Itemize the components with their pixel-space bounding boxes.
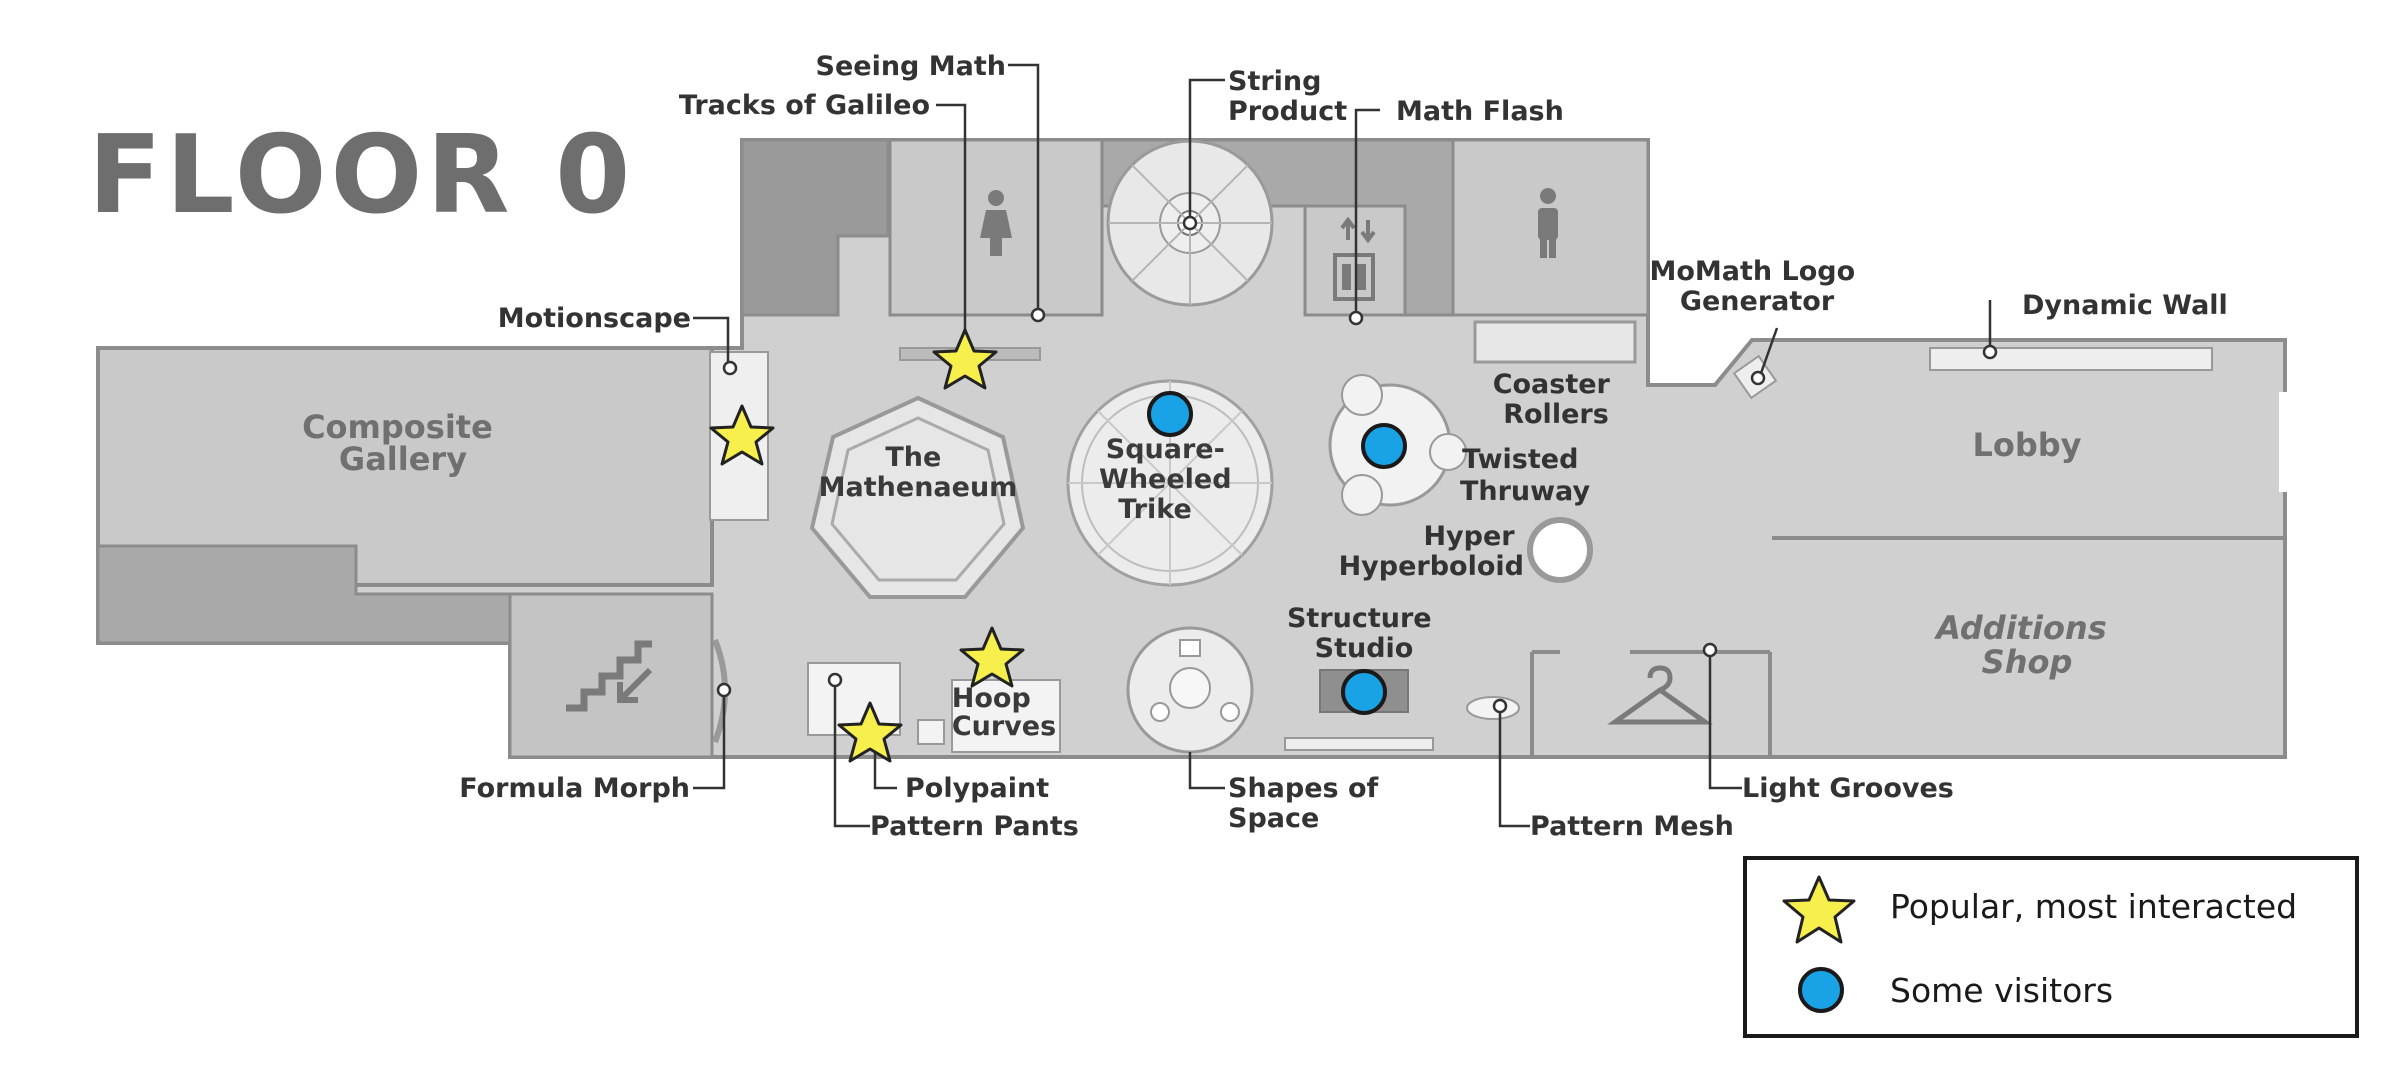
popular-markers: [709, 328, 1025, 763]
legend-box: [1743, 856, 2359, 1038]
star-marker-motionscape: [709, 404, 775, 466]
legend-popular-label: Popular, most interacted: [1890, 887, 2297, 926]
pattern-mesh-device: [1466, 696, 1520, 720]
legend-star-icon: [1782, 875, 1856, 944]
square-wheeled-trike-label: Square- Wheeled Trike: [1099, 434, 1241, 525]
light-grooves-label: Light Grooves: [1742, 773, 1954, 804]
structure-studio-bench: [1284, 737, 1434, 751]
hoop-curves-label: Hoop Curves: [952, 683, 1056, 742]
shapes-of-space-table: [1126, 626, 1254, 754]
star-marker-polypaint: [837, 701, 903, 763]
composite-gallery-label: Composite Gallery: [302, 408, 504, 478]
shapes-of-space-label: Shapes of Space: [1228, 773, 1388, 834]
legend-circle-icon: [1798, 967, 1844, 1013]
entrance-gap: [2279, 392, 2289, 492]
coaster-rollers-label: Coaster Rollers: [1493, 369, 1620, 430]
additions-shop-label: Additions Shop: [1933, 609, 2118, 681]
coaster-rollers-track: [1473, 320, 1637, 364]
star-marker-hoop-curves: [959, 626, 1025, 688]
mathenaeum-structure: [809, 395, 1026, 599]
string-product-label: String Product: [1228, 66, 1347, 127]
leader-dots: [716, 215, 1998, 714]
circle-marker-twisted-thruway: [1361, 423, 1407, 469]
circle-marker-square-wheeled-trike: [1147, 391, 1193, 437]
dynamic-wall-panel: [1929, 347, 2213, 371]
service-step: [740, 138, 890, 317]
floor-title: FLOOR 0: [88, 113, 634, 238]
hyperboloid-ring: [1527, 517, 1593, 583]
legend: Popular, most interacted Some visitors: [1743, 856, 2359, 1038]
coat-hanger-icon: [1607, 665, 1713, 725]
elevator-icon: [1333, 216, 1376, 301]
mathenaeum-label: The Mathenaeum: [819, 442, 1018, 503]
dynamic-wall-label: Dynamic Wall: [2022, 290, 2228, 321]
pattern-pants-label: Pattern Pants: [870, 811, 1079, 842]
pattern-mesh-label: Pattern Mesh: [1530, 811, 1734, 842]
hoop-curves-table: [951, 679, 1061, 753]
circle-marker-structure-studio: [1341, 669, 1387, 715]
math-flash-label: Math Flash: [1396, 96, 1564, 127]
stairs-down-icon: [566, 640, 652, 712]
hyper-hyperboloid-label: Hyper Hyperboloid: [1339, 521, 1524, 582]
womens-restroom-icon: [980, 190, 1012, 256]
seeing-math-label: Seeing Math: [816, 51, 1007, 82]
arrow-down-left-icon: [617, 667, 653, 703]
leader-lines: [693, 63, 1992, 828]
tracks-of-galileo-label: Tracks of Galileo: [679, 90, 930, 121]
star-marker-tracks-of-galileo: [932, 328, 998, 390]
polypaint-label: Polypaint: [905, 773, 1049, 804]
twisted-thruway-label: Twisted Thruway: [1460, 444, 1591, 507]
small-kiosk: [917, 719, 945, 745]
momath-logo-generator-label: MoMath Logo Generator: [1649, 256, 1864, 317]
formula-morph-label: Formula Morph: [459, 773, 690, 804]
motionscape-label: Motionscape: [498, 303, 691, 334]
some-visitors-markers: [1147, 391, 1407, 715]
lobby-label: Lobby: [1972, 426, 2081, 464]
legend-some-visitors-label: Some visitors: [1890, 971, 2113, 1010]
mens-restroom-icon: [1538, 188, 1558, 258]
structure-studio-label: Structure Studio: [1287, 603, 1441, 664]
composite-gallery-room: [96, 346, 714, 587]
